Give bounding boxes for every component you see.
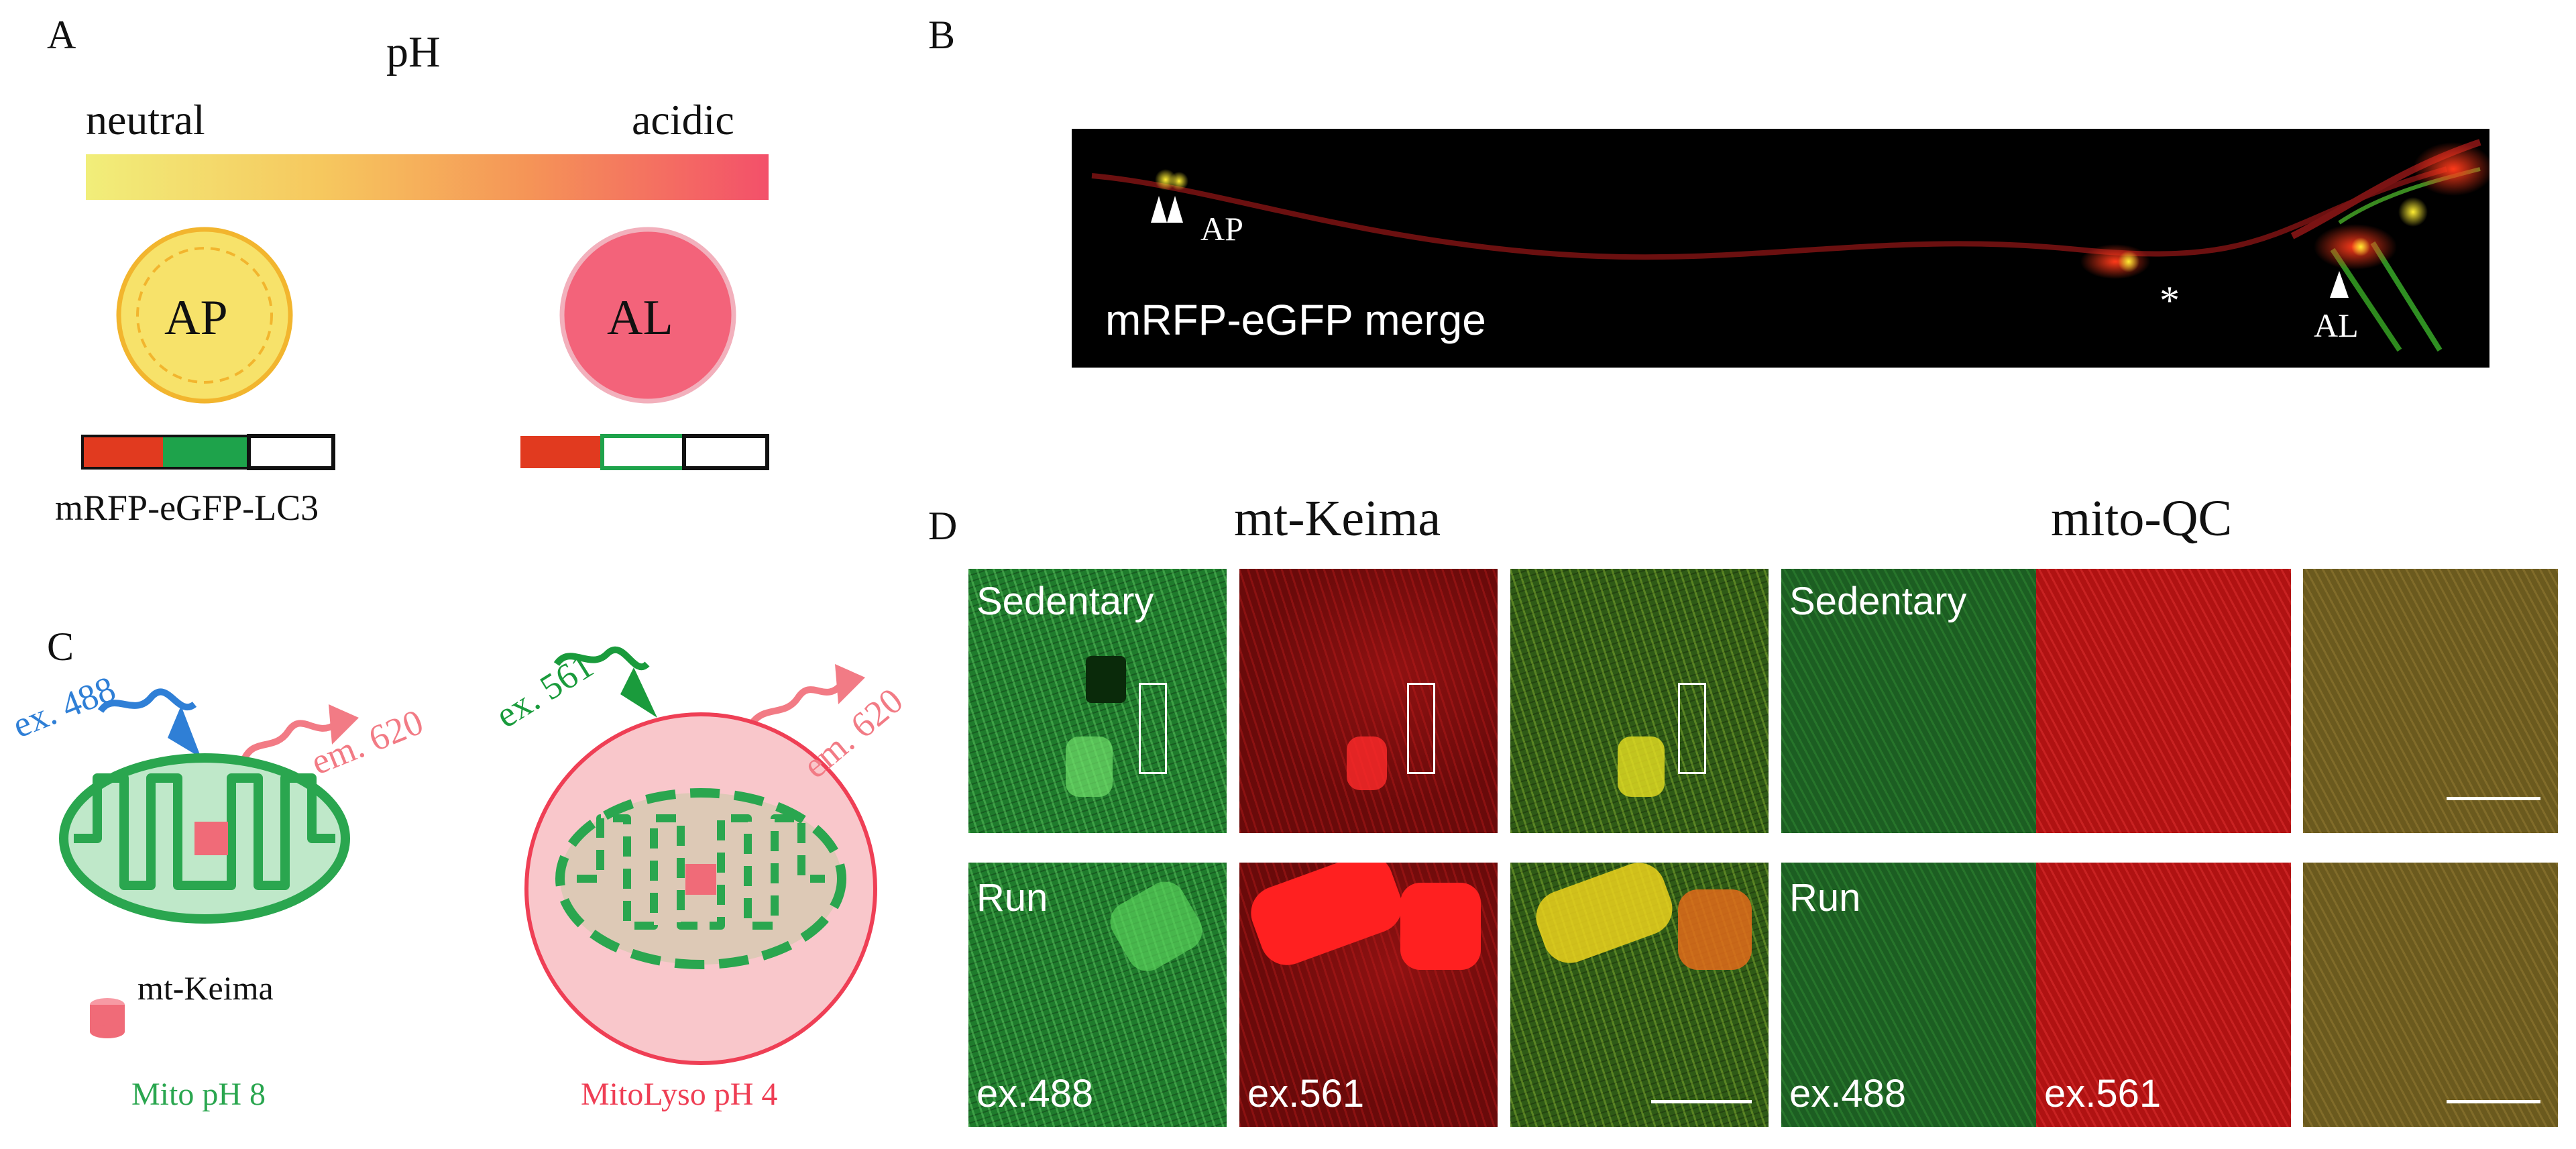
panel-c-letter: C: [47, 624, 74, 669]
scale-bar-mtkeima: [1651, 1100, 1752, 1103]
d-ex561-label-2: ex.561: [2044, 1072, 2162, 1115]
d-run-label-1: Run: [976, 876, 1048, 920]
panel-a-letter: A: [47, 13, 76, 57]
ap-arrowhead-1: [1151, 196, 1167, 223]
ex488-arrow: [97, 688, 197, 714]
scale-bar-bottom: [2447, 1100, 2540, 1103]
ap-arrowhead-2: [1167, 196, 1183, 223]
b-al-label: AL: [2314, 307, 2359, 344]
mtkeima-run-red: ex.561: [1239, 863, 1498, 1127]
scale-bar-top: [2447, 797, 2540, 800]
ph-title: pH: [386, 28, 441, 76]
c-mito-label: Mito pH 8: [131, 1077, 266, 1112]
neuron-process: [1091, 139, 2489, 352]
ap-construct-bar: [81, 434, 335, 470]
mitoqc-run-merge: [2303, 863, 2558, 1127]
mtkeima-run-green: Run ex.488: [968, 863, 1227, 1127]
mitoqc-sedentary-green: Sedentary: [1781, 569, 2036, 833]
d-sedentary-label-2: Sedentary: [1789, 580, 1967, 623]
al-construct-bar: [520, 434, 769, 470]
b-star-label: *: [2160, 278, 2180, 323]
mitoqc-sedentary-red: [2036, 569, 2291, 833]
b-ap-label: AP: [1200, 210, 1243, 248]
d-ex488-label-2: ex.488: [1789, 1072, 1907, 1115]
panel-c-diagram: [59, 646, 877, 1065]
mtkeima-sedentary-red: [1239, 569, 1498, 833]
d-ex561-label-1: ex.561: [1247, 1072, 1365, 1115]
d-run-label-2: Run: [1789, 876, 1861, 920]
autophagosome-circle: [116, 227, 293, 404]
ex561-arrow: [553, 646, 650, 671]
al-arrowhead: [2330, 271, 2349, 298]
panel-b-letter: B: [928, 13, 956, 57]
mt-keima-legend-glyph: [90, 998, 125, 1038]
mtkeima-run-merge: [1510, 863, 1769, 1127]
mitoqc-sedentary-merge: [2303, 569, 2558, 833]
mtkeima-sedentary-merge: [1510, 569, 1769, 833]
em620-arrow-left: [241, 720, 337, 760]
d-sedentary-label-1: Sedentary: [976, 580, 1154, 623]
b-merge-label: mRFP-eGFP merge: [1105, 296, 1486, 344]
acidic-label: acidic: [632, 96, 734, 144]
d-ex488-label-1: ex.488: [976, 1072, 1094, 1115]
neutral-label: neutral: [86, 96, 205, 144]
mtkeima-sedentary-green: Sedentary: [968, 569, 1227, 833]
neuron-image: AP * AL mRFP-eGFP merge: [1072, 129, 2489, 368]
em620-arrow-right: [748, 681, 844, 727]
mitoqc-run-green: Run ex.488: [1781, 863, 2036, 1127]
c-mitolyso-label: MitoLyso pH 4: [581, 1077, 778, 1112]
ap-label: AP: [164, 290, 228, 345]
al-label: AL: [607, 290, 673, 345]
autolysosome-circle: [559, 227, 736, 404]
mitoqc-run-red: ex.561: [2036, 863, 2291, 1127]
mt-keima-title: mt-Keima: [1234, 490, 1441, 547]
c-legend-label: mt-Keima: [137, 969, 274, 1007]
ph-gradient-bar: [86, 154, 769, 200]
mitolysosome: [524, 712, 877, 1065]
construct-label: mRFP-eGFP-LC3: [55, 488, 319, 528]
mitochondrion: [59, 753, 350, 924]
panel-d-letter: D: [928, 504, 958, 548]
mito-qc-title: mito-QC: [2051, 490, 2233, 547]
panel-a-diagram: [81, 227, 769, 470]
